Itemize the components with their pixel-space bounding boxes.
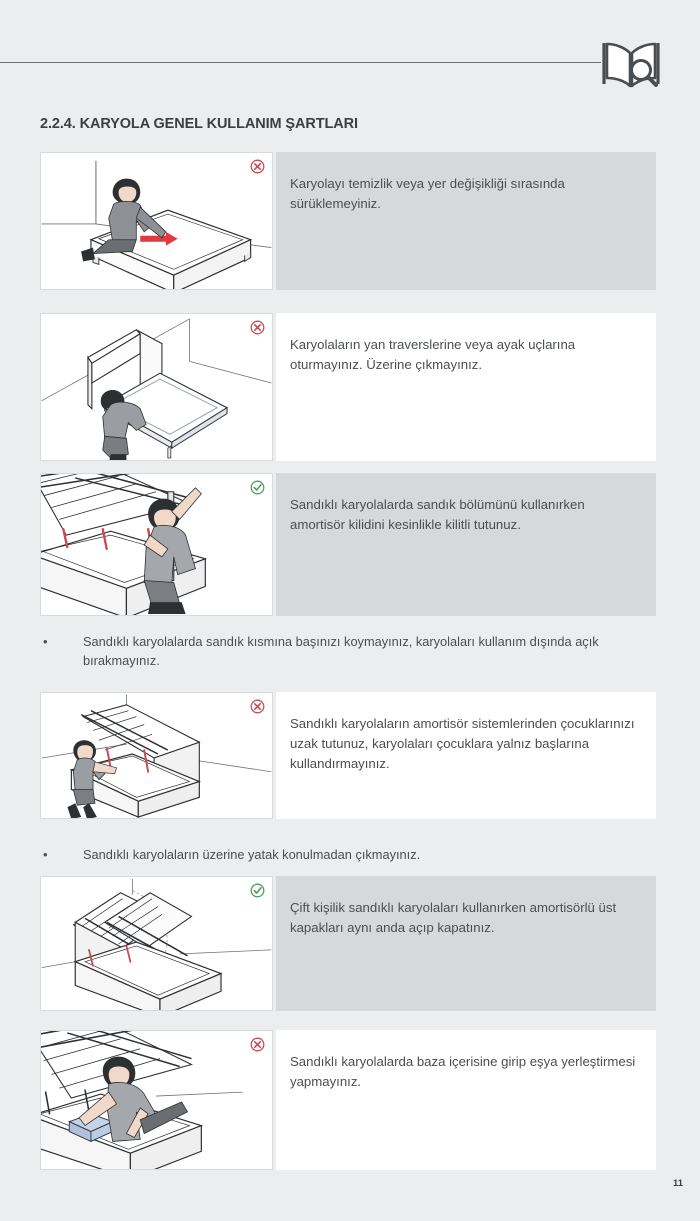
bullet-text: Sandıklı karyolalarda sandık kısmına baş… — [83, 634, 599, 669]
bullet-marker: • — [43, 634, 48, 649]
page-number: 11 — [672, 1178, 683, 1189]
instruction-block-enter-base: Sandıklı karyolalarda baza içerisine gir… — [40, 1030, 656, 1170]
instruction-text: Sandıklı karyolaların amortisör sistemle… — [276, 692, 656, 819]
marker-forbidden-icon — [250, 159, 265, 174]
open-book-with-magnifier-icon — [600, 36, 662, 94]
instruction-text: Karyolayı temizlik veya yer değişikliği … — [276, 152, 656, 290]
instruction-block-double-lid: Çift kişilik sandıklı karyolaları kullan… — [40, 876, 656, 1011]
header-divider — [0, 62, 601, 63]
bullet-no-climb-without-mattress: • Sandıklı karyolaların üzerine yatak ko… — [40, 845, 656, 865]
section-title: 2.2.4. KARYOLA GENEL KULLANIM ŞARTLARI — [40, 116, 358, 132]
bullet-no-head-in-storage: • Sandıklı karyolalarda sandık kısmına b… — [40, 632, 656, 670]
marker-allowed-icon — [250, 883, 265, 898]
instruction-text: Sandıklı karyolalarda baza içerisine gir… — [276, 1030, 656, 1170]
illustration-person-leaning-into-storage-base — [40, 1030, 273, 1170]
bullet-marker: • — [43, 847, 48, 862]
illustration-double-bed-lids-opening-together — [40, 876, 273, 1011]
marker-forbidden-icon — [250, 320, 265, 335]
instruction-text: Karyolaların yan traverslerine veya ayak… — [276, 313, 656, 461]
illustration-person-locking-gas-piston — [40, 473, 273, 616]
instruction-block-gas-lock: Sandıklı karyolalarda sandık bölümünü ku… — [40, 473, 656, 616]
instruction-text: Çift kişilik sandıklı karyolaları kullan… — [276, 876, 656, 1011]
instruction-block-drag-bed: Karyolayı temizlik veya yer değişikliği … — [40, 152, 656, 290]
instruction-block-children-piston: Sandıklı karyolaların amortisör sistemle… — [40, 692, 656, 819]
marker-forbidden-icon — [250, 699, 265, 714]
illustration-person-dragging-bed-base — [40, 152, 273, 290]
illustration-child-near-open-storage-bed — [40, 692, 273, 819]
marker-allowed-icon — [250, 480, 265, 495]
instruction-block-sit-on-rails: Karyolaların yan traverslerine veya ayak… — [40, 313, 656, 461]
marker-forbidden-icon — [250, 1037, 265, 1052]
instruction-text: Sandıklı karyolalarda sandık bölümünü ku… — [276, 473, 656, 616]
bullet-text: Sandıklı karyolaların üzerine yatak konu… — [83, 847, 421, 862]
illustration-person-sitting-on-bed-frame-rail — [40, 313, 273, 461]
